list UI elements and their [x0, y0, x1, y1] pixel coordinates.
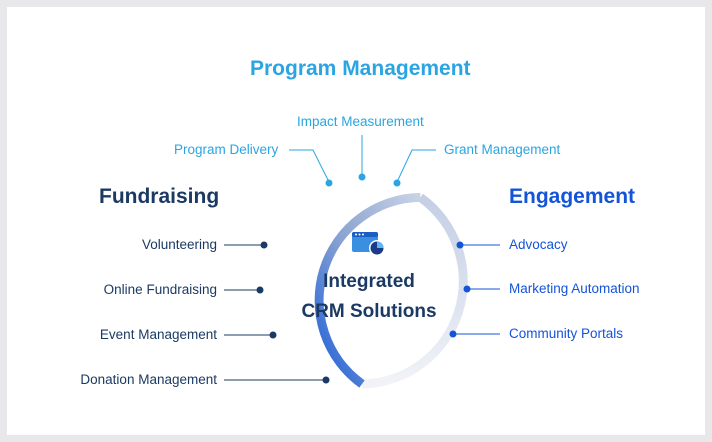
browser-chart-icon	[352, 232, 385, 256]
ring-right-arc	[361, 193, 468, 389]
fundraising-item-volunteering: Volunteering	[141, 237, 217, 252]
center-label: Integrated CRM Solutions	[284, 267, 454, 327]
ring-left-arc	[314, 192, 421, 388]
program-item-program-delivery: Program Delivery	[174, 142, 279, 157]
program-item-impact-measurement: Impact Measurement	[297, 114, 424, 129]
fundraising-item-event-management: Event Management	[99, 327, 217, 342]
fundraising-connectors	[224, 244, 326, 381]
program-management-title: Program Management	[250, 57, 471, 80]
engagement-item-marketing-automation: Marketing Automation	[509, 281, 640, 296]
fundraising-item-online-fundraising: Online Fundraising	[103, 282, 217, 297]
center-label-line1: Integrated	[323, 271, 415, 292]
engagement-connectors	[453, 244, 500, 335]
engagement-item-advocacy: Advocacy	[509, 237, 568, 252]
engagement-item-community-portals: Community Portals	[509, 326, 624, 341]
fundraising-dots	[256, 241, 330, 384]
program-connectors	[289, 135, 436, 183]
engagement-title: Engagement	[509, 185, 636, 208]
program-dots	[325, 173, 401, 187]
center-label-line2: CRM Solutions	[301, 301, 437, 322]
engagement-dots	[449, 241, 471, 338]
program-item-grant-management: Grant Management	[444, 142, 561, 157]
fundraising-item-donation-management: Donation Management	[80, 372, 217, 387]
fundraising-title: Fundraising	[99, 185, 220, 208]
